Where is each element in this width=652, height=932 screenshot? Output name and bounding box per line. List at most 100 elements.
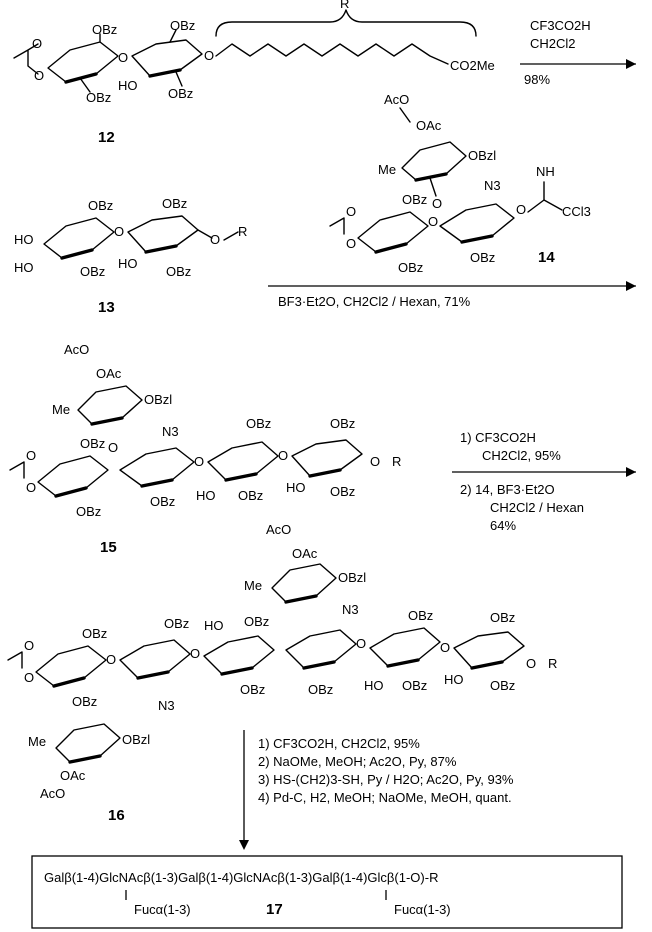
o-label: O [428, 214, 438, 229]
o-label: O [516, 202, 526, 217]
or-label: O [526, 656, 536, 671]
step3-line3: 2) 14, BF3·Et2O [460, 482, 555, 497]
product-branch-2: Fucα(1-3) [394, 902, 451, 917]
obz-label: OBz [162, 196, 187, 211]
me-label: Me [28, 734, 46, 749]
compound-14-structure: AcO OAc Me OBzl O O O OBz OBz O N3 OBz O… [329, 92, 591, 275]
o-label: O [108, 440, 118, 455]
r-label: R [548, 656, 557, 671]
ho-label: HO [204, 618, 224, 633]
obz-label: OBz [244, 614, 269, 629]
step-3: 1) CF3CO2H CH2Cl2, 95% 2) 14, BF3·Et2O C… [452, 430, 636, 533]
obz-label: OBz [490, 678, 515, 693]
obz-label: OBz [240, 682, 265, 697]
or-label: O [210, 232, 220, 247]
me-label: Me [52, 402, 70, 417]
o-label: O [440, 640, 450, 655]
obz-label: OBz [470, 250, 495, 265]
step-2: BF3·Et2O, CH2Cl2 / Hexan, 71% [268, 281, 636, 309]
arrow-head [626, 59, 636, 69]
obz-label: OBz [86, 90, 111, 105]
obzl-label: OBzl [144, 392, 172, 407]
aco-label: AcO [40, 786, 65, 801]
o-label: O [204, 48, 214, 63]
obz-label: OBz [72, 694, 97, 709]
aco-label: AcO [266, 522, 291, 537]
obz-label: OBz [238, 488, 263, 503]
n3-label: N3 [158, 698, 175, 713]
obz-label: OBz [166, 264, 191, 279]
compound-label-13: 13 [98, 299, 115, 316]
ho-label: HO [444, 672, 464, 687]
step1-reagent1: CF3CO2H [530, 18, 591, 33]
oac-label: OAc [96, 366, 122, 381]
n3-label: N3 [342, 602, 359, 617]
o-label: O [278, 448, 288, 463]
obz-label: OBz [330, 416, 355, 431]
step1-reagent2: CH2Cl2 [530, 36, 576, 51]
step4-line3: 3) HS-(CH2)3-SH, Py / H2O; Ac2O, Py, 93% [258, 772, 514, 787]
compound-label-14: 14 [538, 249, 555, 266]
obz-label: OBz [330, 484, 355, 499]
step4-line1: 1) CF3CO2H, CH2Cl2, 95% [258, 736, 420, 751]
obz-label: OBz [308, 682, 333, 697]
obz-label: OBz [82, 626, 107, 641]
n3-label: N3 [162, 424, 179, 439]
ho-label: HO [364, 678, 384, 693]
n3-label: N3 [484, 178, 501, 193]
o-label: O [26, 480, 36, 495]
obz-label: OBz [80, 264, 105, 279]
ho-label: HO [14, 260, 34, 275]
obz-label: OBz [164, 616, 189, 631]
obz-label: OBz [92, 22, 117, 37]
compound-17-box: Galβ(1-4)GlcNAcβ(1-3)Galβ(1-4)GlcNAcβ(1-… [31, 855, 623, 929]
arrow-head [239, 840, 249, 850]
compound-12-structure: O O OBz OBz O OBz HO OBz O CO2Me R 12 [13, 0, 495, 146]
step3-line1: 1) CF3CO2H [460, 430, 536, 445]
aco-label: AcO [384, 92, 409, 107]
step-1: CF3CO2H CH2Cl2 98% [520, 18, 636, 87]
aco-label: AcO [64, 342, 89, 357]
product-backbone: Galβ(1-4)GlcNAcβ(1-3)Galβ(1-4)GlcNAcβ(1-… [44, 870, 438, 885]
oac-label: OAc [416, 118, 442, 133]
compound-15-structure: AcO OAc Me OBzl O O O OBz OBz N3 OBz O O… [9, 342, 401, 556]
me-label: Me [378, 162, 396, 177]
compound-16-structure: AcO OAc Me OBzl O O OBz OBz O OBz N3 O H… [7, 522, 557, 824]
step3-line5: 64% [490, 518, 516, 533]
obz-label: OBz [170, 18, 195, 33]
step3-line2: CH2Cl2, 95% [482, 448, 561, 463]
oac-label: OAc [60, 768, 86, 783]
step4-line2: 2) NaOMe, MeOH; Ac2O, Py, 87% [258, 754, 457, 769]
o-label: O [26, 448, 36, 463]
step-4: 1) CF3CO2H, CH2Cl2, 95% 2) NaOMe, MeOH; … [239, 730, 514, 850]
step4-line4: 4) Pd-C, H2, MeOH; NaOMe, MeOH, quant. [258, 790, 512, 805]
step3-line4: CH2Cl2 / Hexan [490, 500, 584, 515]
r-label: R [392, 454, 401, 469]
obz-label: OBz [150, 494, 175, 509]
compound-13-structure: HO HO OBz OBz O OBz HO OBz O R 13 [14, 196, 247, 316]
obz-label: OBz [402, 192, 427, 207]
o-label: O [194, 454, 204, 469]
r-label: R [340, 0, 349, 11]
obzl-label: OBzl [468, 148, 496, 163]
arrow-head [626, 467, 636, 477]
ho-label: HO [14, 232, 34, 247]
ho-label: HO [286, 480, 306, 495]
obz-label: OBz [408, 608, 433, 623]
compound-label-17: 17 [266, 901, 283, 918]
or-label: O [370, 454, 380, 469]
obzl-label: OBzl [122, 732, 150, 747]
obz-label: OBz [246, 416, 271, 431]
oac-label: OAc [292, 546, 318, 561]
obz-label: OBz [398, 260, 423, 275]
obz-label: OBz [402, 678, 427, 693]
obz-label: OBz [490, 610, 515, 625]
obz-label: OBz [88, 198, 113, 213]
me-label: Me [244, 578, 262, 593]
obz-label: OBz [168, 86, 193, 101]
step1-yield: 98% [524, 72, 550, 87]
obz-label: OBz [76, 504, 101, 519]
nh-label: NH [536, 164, 555, 179]
product-box [31, 855, 623, 929]
